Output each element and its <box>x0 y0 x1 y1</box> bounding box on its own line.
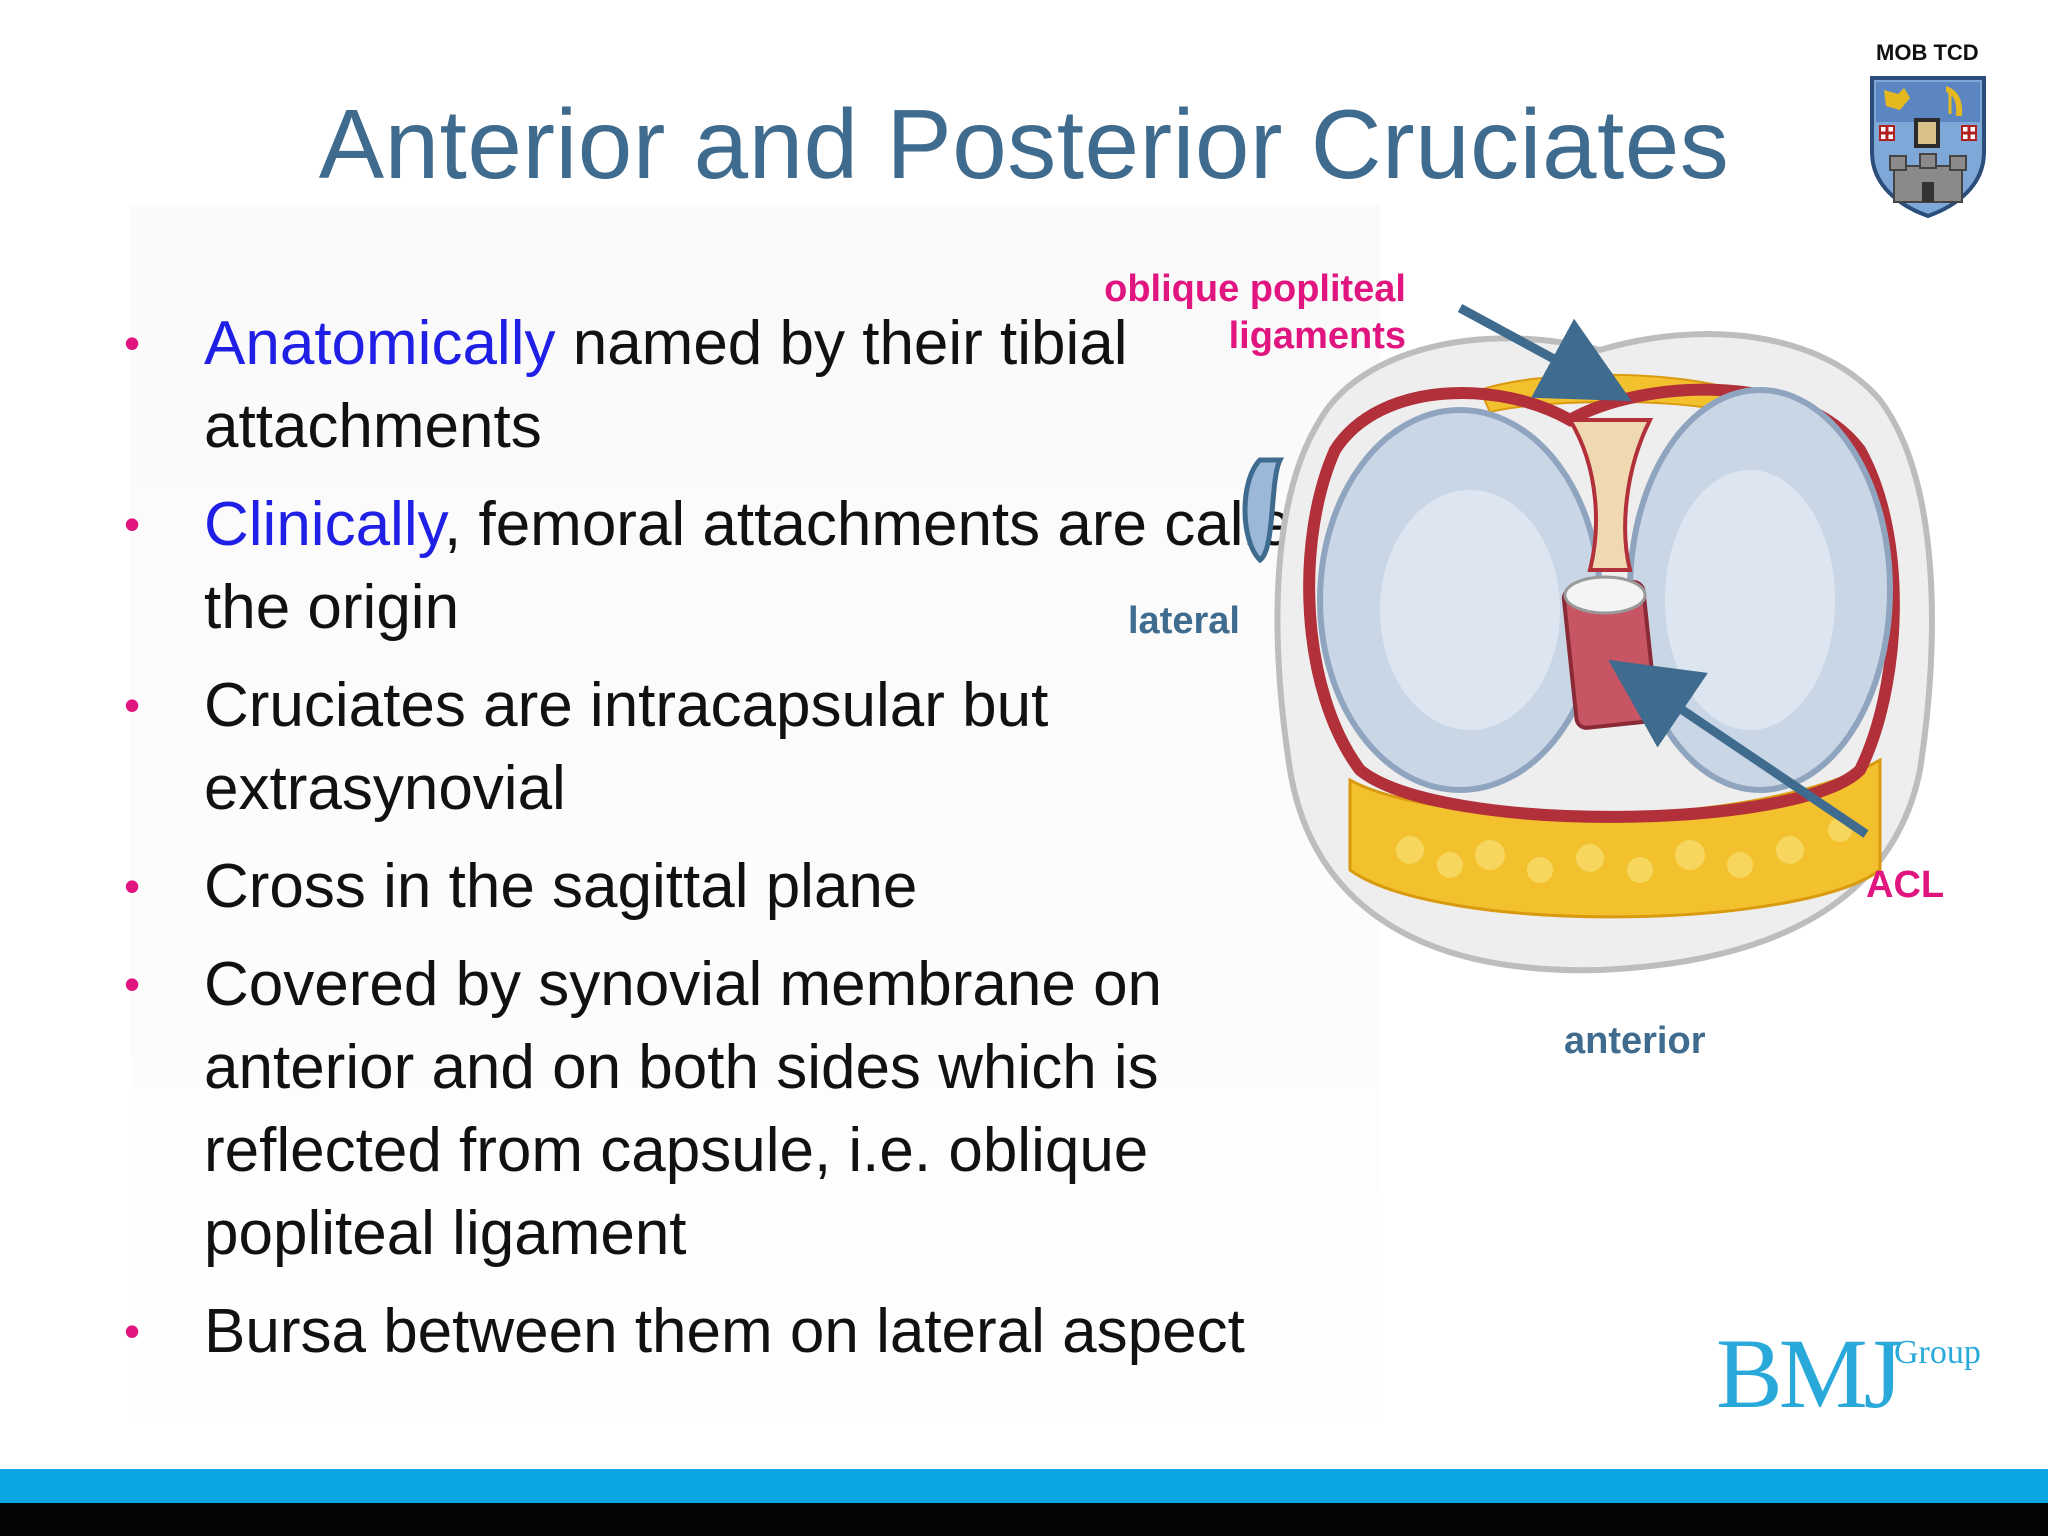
lateral-articular-surface <box>1380 490 1560 730</box>
mob-tcd-badge: MOB TCD <box>1876 40 1979 65</box>
label-anterior: anterior <box>1564 1020 1706 1062</box>
label-acl: ACL <box>1866 864 1945 906</box>
bmj-logo-group: Group <box>1894 1334 1981 1371</box>
bullet-item: • Cruciates are intracapsular but extras… <box>120 664 1370 830</box>
bullet-text: Covered by synovial membrane on anterior… <box>204 950 1163 1268</box>
bullet-highlight: Anatomically <box>204 309 556 378</box>
label-oblique-popliteal: oblique popliteal ligaments <box>1088 266 1406 360</box>
bullet-item: • Clinically, femoral attachments are ca… <box>120 483 1370 649</box>
medial-articular-surface <box>1665 470 1835 730</box>
bullet-dot-icon: • <box>124 1305 141 1357</box>
bullet-item: • Cross in the sagittal plane <box>120 845 1370 928</box>
acl-cut-surface <box>1563 575 1647 615</box>
bullet-item: • Covered by synovial membrane on anteri… <box>120 943 1370 1275</box>
bmj-group-logo: BMJ Group <box>1716 1316 1981 1429</box>
bullet-highlight: Clinically <box>204 490 445 559</box>
slide-title: Anterior and Posterior Cruciates <box>318 89 1730 199</box>
bullet-item: • Anatomically named by their tibial att… <box>120 302 1370 468</box>
tcd-crest-icon <box>1870 76 1986 219</box>
footer-accent-bar <box>0 1469 2048 1503</box>
bullet-dot-icon: • <box>124 860 141 912</box>
intercondylar-area <box>1566 418 1654 572</box>
bullet-text: Bursa between them on lateral aspect <box>204 1297 1245 1366</box>
bullet-dot-icon: • <box>124 317 141 369</box>
bmj-logo-main: BMJ <box>1716 1318 1903 1429</box>
bullet-list: • Anatomically named by their tibial att… <box>120 302 1370 1373</box>
label-lateral: lateral <box>1128 600 1240 642</box>
bullet-text: Cross in the sagittal plane <box>204 852 918 921</box>
slide-background <box>130 205 1380 1465</box>
lateral-tendon <box>1242 457 1285 564</box>
label-oblique-line1: oblique popliteal <box>1104 268 1406 310</box>
knee-illustration <box>1242 331 1935 974</box>
label-oblique-line2: ligaments <box>1228 315 1406 357</box>
bullet-text: Cruciates are intracapsular but extrasyn… <box>204 671 1049 823</box>
bullet-dot-icon: • <box>124 958 141 1010</box>
bullet-dot-icon: • <box>124 679 141 731</box>
bullet-text: named by their tibial attachments <box>204 309 1128 461</box>
bullet-item: • Bursa between them on lateral aspect <box>120 1290 1370 1373</box>
bullet-text: , femoral attachments are called the ori… <box>204 490 1327 642</box>
bullet-dot-icon: • <box>124 498 141 550</box>
footer-bar <box>0 1503 2048 1536</box>
